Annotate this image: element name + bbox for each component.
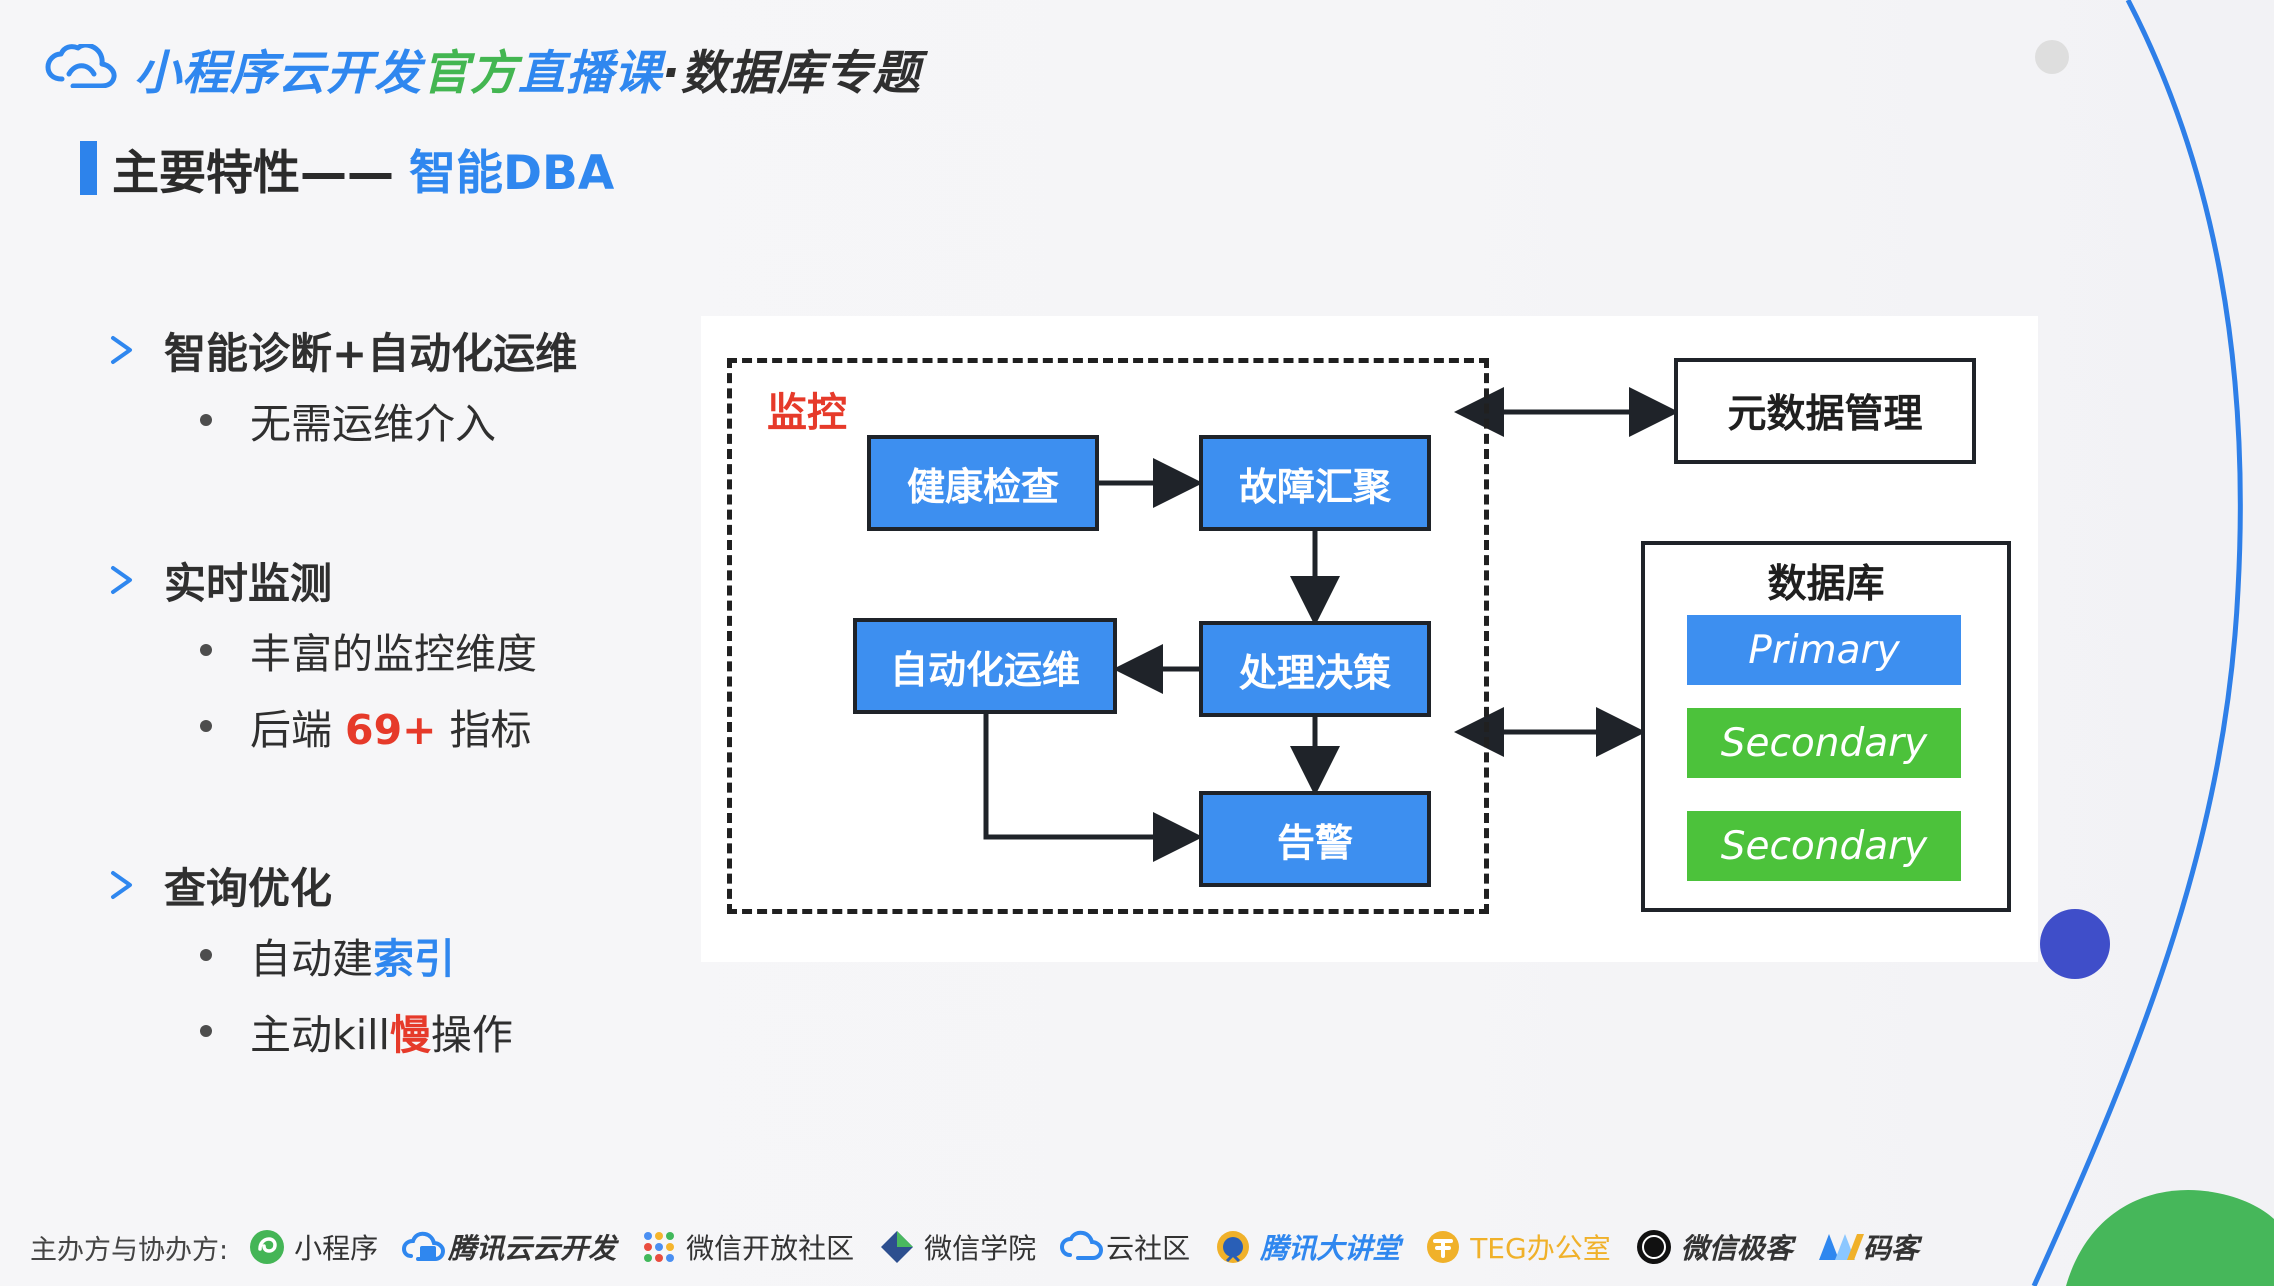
feature-heading-row: 查询优化	[110, 853, 670, 917]
database-box: 数据库 Primary Secondary Secondary	[1641, 541, 2011, 912]
partner-mk: 码客	[1817, 1227, 1919, 1267]
decision-box: 处理决策	[1199, 621, 1431, 717]
section-title-prefix: 主要特性——	[112, 145, 394, 201]
cloud-community-icon	[1060, 1228, 1104, 1266]
header: 小程序云开发官方直播课·数据库专题	[44, 28, 921, 108]
bullet-text: 无需运维介入	[250, 400, 496, 448]
header-title-part: 直播课	[518, 45, 662, 101]
partner-tencent-lecture: 腾讯大讲堂	[1214, 1227, 1400, 1267]
feature-heading: 智能诊断+自动化运维	[164, 328, 578, 378]
primary-node: Primary	[1687, 615, 1961, 685]
feature-bullets: 自动建索引 主动kill慢操作	[110, 917, 670, 1069]
feature-group: 智能诊断+自动化运维 无需运维介入	[110, 318, 670, 458]
partner-wechat-geek: 微信极客	[1635, 1227, 1793, 1267]
bullet-item: 自动建索引	[200, 917, 670, 993]
teg-icon	[1424, 1228, 1462, 1266]
partner-wechat-open-community: 微信开放社区	[640, 1227, 854, 1267]
partner-name: 微信极客	[1680, 1232, 1793, 1265]
partner-name: 小程序	[294, 1232, 379, 1265]
bullet-prefix: 后端	[250, 706, 346, 754]
chevron-right-icon	[110, 335, 136, 365]
section-bar	[80, 141, 97, 195]
partner-tencent-cloud: 腾讯云云开发	[402, 1227, 616, 1267]
feature-heading: 查询优化	[164, 863, 333, 913]
partner-name: 码客	[1862, 1232, 1919, 1265]
mk-icon	[1817, 1228, 1864, 1266]
bullet-emphasis: 慢	[389, 1011, 431, 1059]
bullet-item: 主动kill慢操作	[200, 993, 670, 1069]
wechat-academy-icon	[878, 1228, 916, 1266]
metadata-management-box: 元数据管理	[1674, 358, 1976, 464]
cloud-logo-icon	[44, 42, 120, 92]
feature-heading: 实时监测	[164, 558, 333, 608]
feature-bullets: 丰富的监控维度 后端 69+ 指标	[110, 612, 670, 764]
section-title-highlight: 智能DBA	[409, 145, 615, 201]
fault-aggregation-box: 故障汇聚	[1199, 435, 1431, 531]
alert-box: 告警	[1199, 791, 1431, 887]
bullet-text: 后端 69+ 指标	[250, 696, 532, 756]
bullet-prefix: 主动kill	[250, 1011, 390, 1059]
bullet-emphasis: 索引	[373, 935, 455, 983]
bullet-item: 丰富的监控维度	[200, 612, 670, 688]
bullet-prefix: 自动建	[250, 935, 373, 983]
bullet-suffix: 操作	[430, 1011, 513, 1059]
header-title-part: 小程序云开发	[134, 45, 422, 101]
database-title: 数据库	[1767, 562, 1885, 607]
miniapp-icon	[248, 1228, 286, 1266]
header-title-part: ·数据库专题	[662, 45, 921, 101]
bullet-dot	[200, 949, 212, 961]
section-title: 主要特性—— 智能DBA	[80, 138, 614, 201]
partner-teg-office: TEG办公室	[1424, 1227, 1611, 1267]
bullet-dot	[200, 720, 212, 732]
bullet-dot	[200, 1025, 212, 1037]
secondary-node: Secondary	[1687, 708, 1961, 778]
sponsor-footer: 主办方与协办方: 小程序 腾讯云云开发 微信开放社区	[30, 1222, 1931, 1272]
partner-name: 腾讯云云开发	[448, 1232, 617, 1265]
chevron-right-icon	[110, 565, 136, 595]
feature-list: 智能诊断+自动化运维 无需运维介入 实时监测 丰富的监控维度	[110, 318, 670, 1098]
feature-bullets: 无需运维介入	[110, 382, 670, 458]
bullet-item: 后端 69+ 指标	[200, 688, 670, 764]
automated-ops-box: 自动化运维	[853, 618, 1117, 714]
bullet-item: 无需运维介入	[200, 382, 670, 458]
footer-label: 主办方与协办方:	[30, 1234, 229, 1266]
partner-name: 腾讯大讲堂	[1260, 1232, 1401, 1265]
bullet-dot	[200, 414, 212, 426]
bullet-emphasis: 69+	[345, 706, 437, 754]
chevron-right-icon	[110, 870, 136, 900]
monitor-zone	[727, 358, 1489, 914]
diagram-arrows	[983, 387, 1679, 862]
feature-heading-row: 实时监测	[110, 548, 670, 612]
monitor-label: 监控	[767, 390, 847, 436]
partner-name: 微信学院	[924, 1232, 1037, 1265]
header-title-part: 官方	[422, 45, 518, 101]
tencent-cloud-icon	[402, 1228, 446, 1266]
page-dot	[2035, 40, 2069, 74]
feature-group: 实时监测 丰富的监控维度 后端 69+ 指标	[110, 548, 670, 764]
partner-name: 微信开放社区	[686, 1232, 855, 1265]
feature-heading-row: 智能诊断+自动化运维	[110, 318, 670, 382]
bullet-text: 自动建索引	[250, 925, 455, 985]
partner-wechat-academy: 微信学院	[878, 1227, 1036, 1267]
bullet-suffix: 指标	[436, 706, 532, 754]
feature-group: 查询优化 自动建索引 主动kill慢操作	[110, 853, 670, 1069]
secondary-node: Secondary	[1687, 811, 1961, 881]
architecture-diagram: 监控 健康检查 故障汇聚 处理决策 自动化运维 告警 元数据管理 数据库 Pri…	[701, 316, 2038, 962]
header-title: 小程序云开发官方直播课·数据库专题	[134, 34, 921, 103]
health-check-box: 健康检查	[867, 435, 1099, 531]
partner-name: 云社区	[1106, 1232, 1191, 1265]
partner-name: TEG办公室	[1470, 1232, 1611, 1265]
bullet-dot	[200, 644, 212, 656]
wegeek-icon	[1635, 1228, 1673, 1266]
award-icon	[1214, 1228, 1252, 1266]
partner-miniapp: 小程序	[248, 1227, 378, 1267]
bullet-text: 丰富的监控维度	[250, 630, 537, 678]
partner-cloud-community: 云社区	[1060, 1227, 1190, 1267]
bullet-text: 主动kill慢操作	[250, 1001, 513, 1061]
dots-grid-icon	[640, 1228, 678, 1266]
